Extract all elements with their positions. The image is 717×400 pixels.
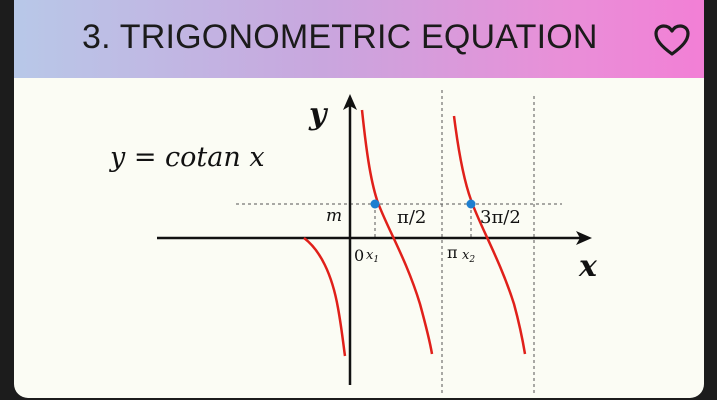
three-pi-half-label: 3π/2 bbox=[480, 207, 521, 228]
cotan-graph: y = cotan x y x m π/2 3π/2 0 x1 π x2 bbox=[109, 90, 598, 396]
solution-point-x2 bbox=[466, 199, 476, 209]
x-axis-arrow bbox=[576, 231, 592, 245]
origin-label: 0 bbox=[354, 246, 364, 265]
x-axis-label: x bbox=[578, 249, 598, 284]
cotan-branch-right bbox=[452, 115, 527, 355]
lesson-card: 3. TRIGONOMETRIC EQUATION bbox=[14, 0, 704, 398]
graph-panel: y = cotan x y x m π/2 3π/2 0 x1 π x2 bbox=[14, 78, 704, 398]
card-header: 3. TRIGONOMETRIC EQUATION bbox=[14, 0, 704, 78]
card-title: 3. TRIGONOMETRIC EQUATION bbox=[82, 18, 598, 56]
solution-point-x1 bbox=[370, 199, 380, 209]
equation-label: y = cotan x bbox=[109, 142, 265, 173]
cotan-branch-middle bbox=[360, 109, 434, 355]
favorite-button[interactable] bbox=[650, 18, 694, 62]
x2-label: x2 bbox=[462, 248, 475, 265]
y-axis-arrow bbox=[343, 94, 357, 110]
cotan-branch-left bbox=[303, 237, 347, 357]
pi-label: π bbox=[447, 243, 458, 262]
pi-half-label: π/2 bbox=[397, 207, 426, 228]
x1-label: x1 bbox=[366, 248, 379, 265]
y-axis-label: y bbox=[308, 97, 329, 132]
heart-icon bbox=[654, 24, 690, 56]
m-label: m bbox=[326, 206, 342, 226]
